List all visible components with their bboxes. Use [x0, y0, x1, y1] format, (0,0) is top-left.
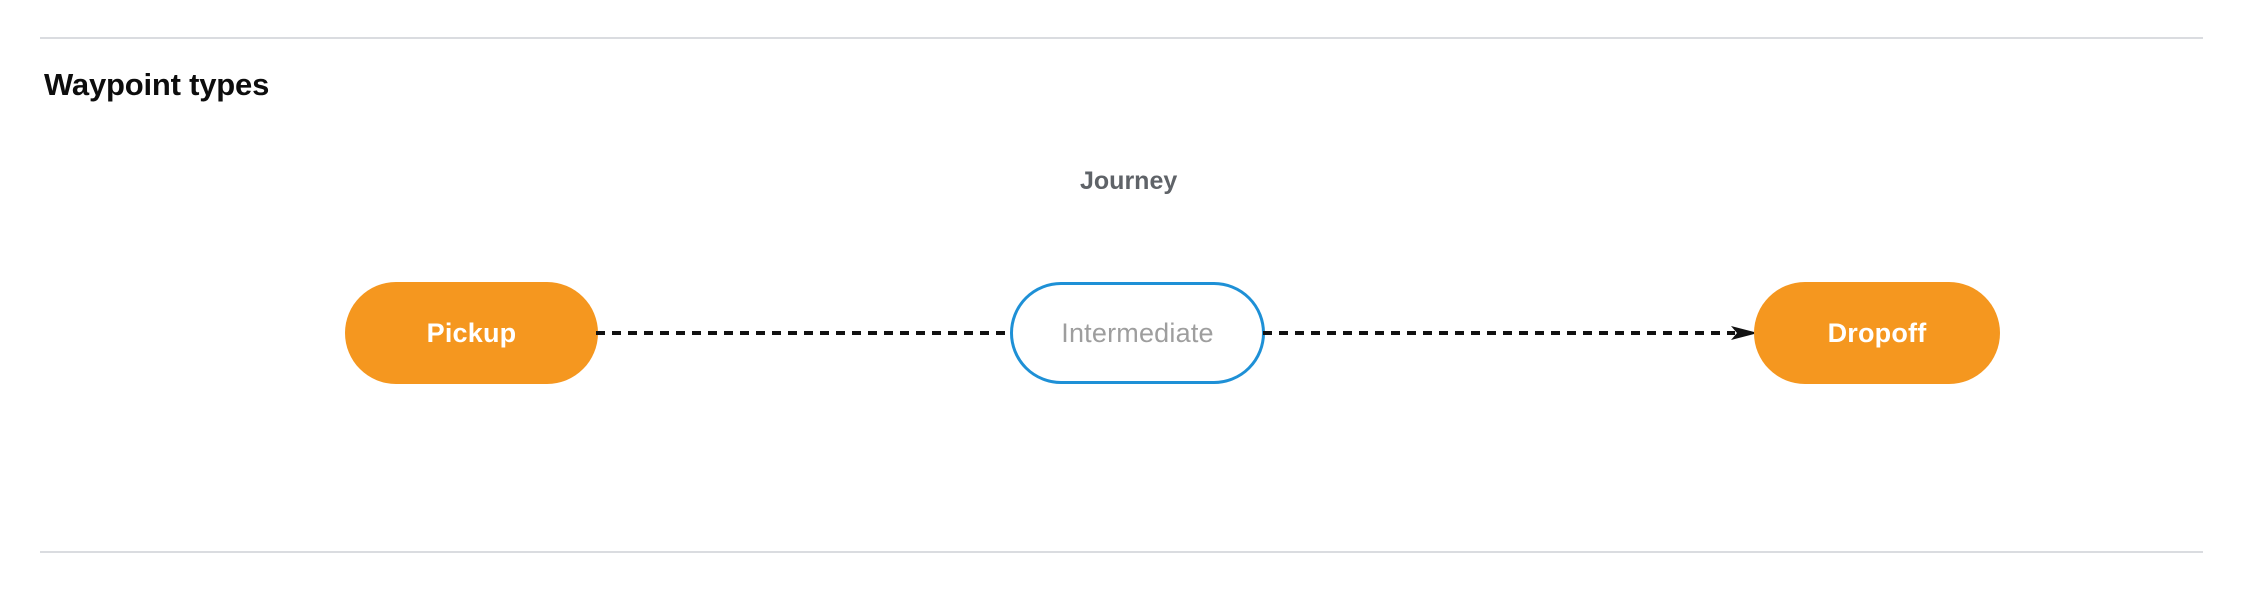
node-intermediate-label: Intermediate: [1061, 317, 1214, 348]
arrowhead-icon: [1731, 326, 1758, 340]
page-title: Waypoint types: [44, 67, 270, 102]
node-intermediate[interactable]: Intermediate: [1010, 282, 1265, 384]
connector-pickup-to-intermediate: [596, 326, 1014, 340]
node-dropoff[interactable]: Dropoff: [1754, 282, 2000, 384]
section-divider-bottom: [40, 551, 2203, 553]
section-divider-top: [40, 37, 2203, 39]
node-dropoff-label: Dropoff: [1827, 317, 1927, 348]
connector-intermediate-to-dropoff: [1263, 326, 1758, 340]
journey-group-label: Journey: [1080, 167, 1178, 195]
node-pickup[interactable]: Pickup: [345, 282, 598, 384]
node-pickup-label: Pickup: [426, 317, 517, 348]
